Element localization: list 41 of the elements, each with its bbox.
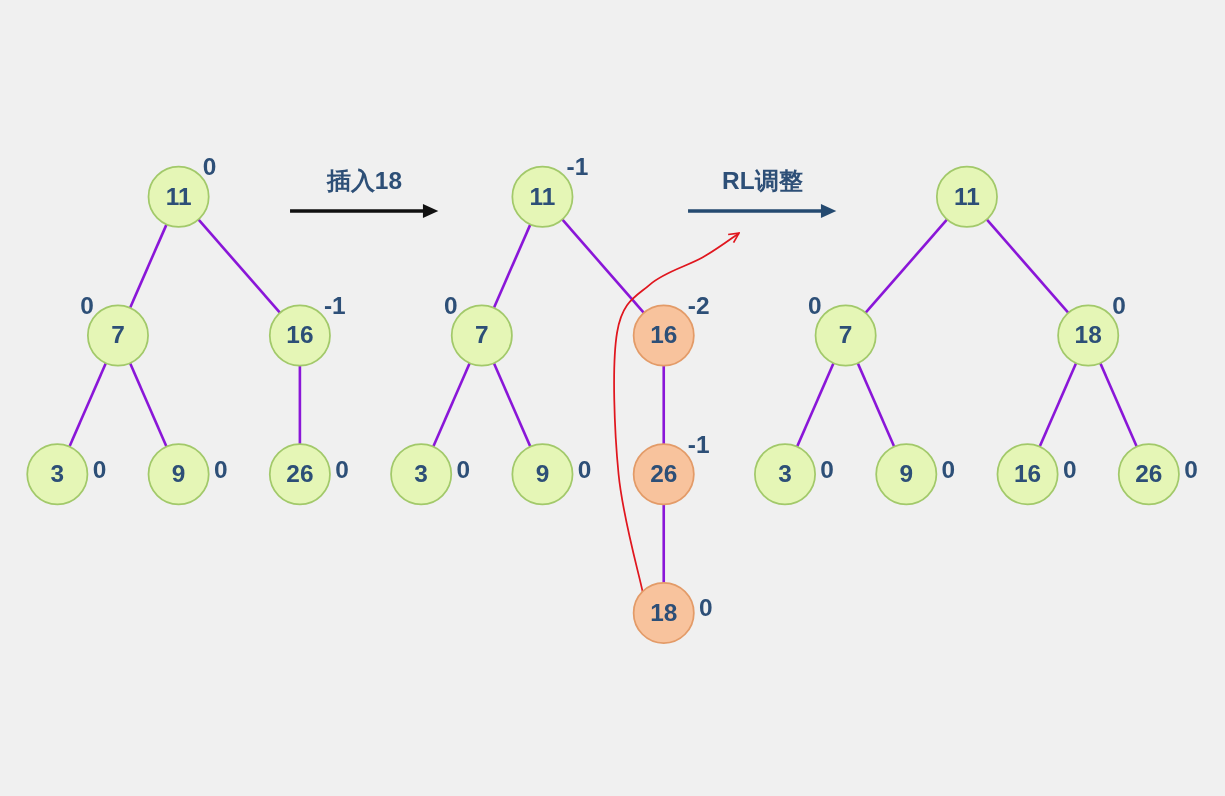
balance-factor: 0 [92,455,107,483]
tree-node: 16 [996,443,1059,506]
connector-line [561,218,645,314]
connector-line [1099,362,1138,448]
connector-line [128,223,168,309]
balance-factor: 0 [577,455,592,483]
connector-line [662,504,666,583]
tree-node: 18 [632,581,695,644]
balance-factor: 0 [699,594,713,622]
connector-line [795,362,835,448]
connector-line [492,362,532,448]
connector-line [128,362,168,448]
step-label: 插入18 [326,166,402,195]
tree-node: 26 [268,443,331,506]
connector-line [432,362,471,448]
tree-node: 3 [754,443,816,506]
connector-line [662,365,666,444]
balance-factor: 0 [1062,455,1077,483]
tree-node: 9 [147,443,210,506]
connector-line [856,362,896,448]
tree-node: 3 [390,443,453,506]
connector-line [985,218,1070,314]
balance-factor: 0 [820,455,834,483]
balance-factor: 0 [335,455,349,483]
step-label: RL调整 [722,166,803,195]
connector-line [68,362,108,448]
curved-arrow [613,232,740,593]
tree-node: 11 [935,165,998,228]
connector-line [197,218,282,314]
tree-node: 26 [1117,443,1180,506]
connector-line [864,218,949,314]
tree-node: 3 [26,443,89,506]
tree-node: 9 [511,443,574,506]
balance-factor: 0 [213,455,228,483]
connector-line [492,223,532,309]
balance-factor: 0 [941,455,956,483]
connector-line [298,365,302,444]
tree-node: 9 [875,443,938,506]
connector-line [1038,362,1078,448]
balance-factor: 0 [456,455,471,483]
balance-factor: 0 [1184,455,1198,483]
